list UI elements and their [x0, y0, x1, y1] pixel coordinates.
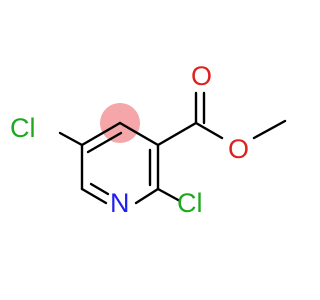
atom-o-carbonyl: O: [191, 61, 212, 91]
bond-c5-cl: [58, 131, 84, 147]
bond-carbonyl-oester: [194, 121, 224, 140]
atom-o-ester: O: [228, 134, 249, 164]
bond-n-c2: [134, 187, 160, 205]
bond-c3-ccarbonyl: [156, 121, 198, 147]
atom-cl-bottom: Cl: [177, 188, 203, 218]
molecule-diagram: Cl Cl N O O: [10, 61, 287, 218]
bond-c6-n: [80, 187, 108, 205]
bond-c4-c4a-inner: [86, 131, 123, 154]
atom-cl-left: Cl: [10, 113, 36, 143]
bond-c3-c4: [118, 121, 160, 147]
bond-c6-n-inner: [89, 182, 110, 196]
molecule-svg: Cl Cl N O O: [10, 61, 287, 218]
bond-oester-methyl: [252, 119, 287, 140]
atom-n: N: [110, 188, 130, 218]
bond-c4-c4a-outer: [80, 121, 122, 147]
bond-c2-cl: [156, 187, 182, 203]
